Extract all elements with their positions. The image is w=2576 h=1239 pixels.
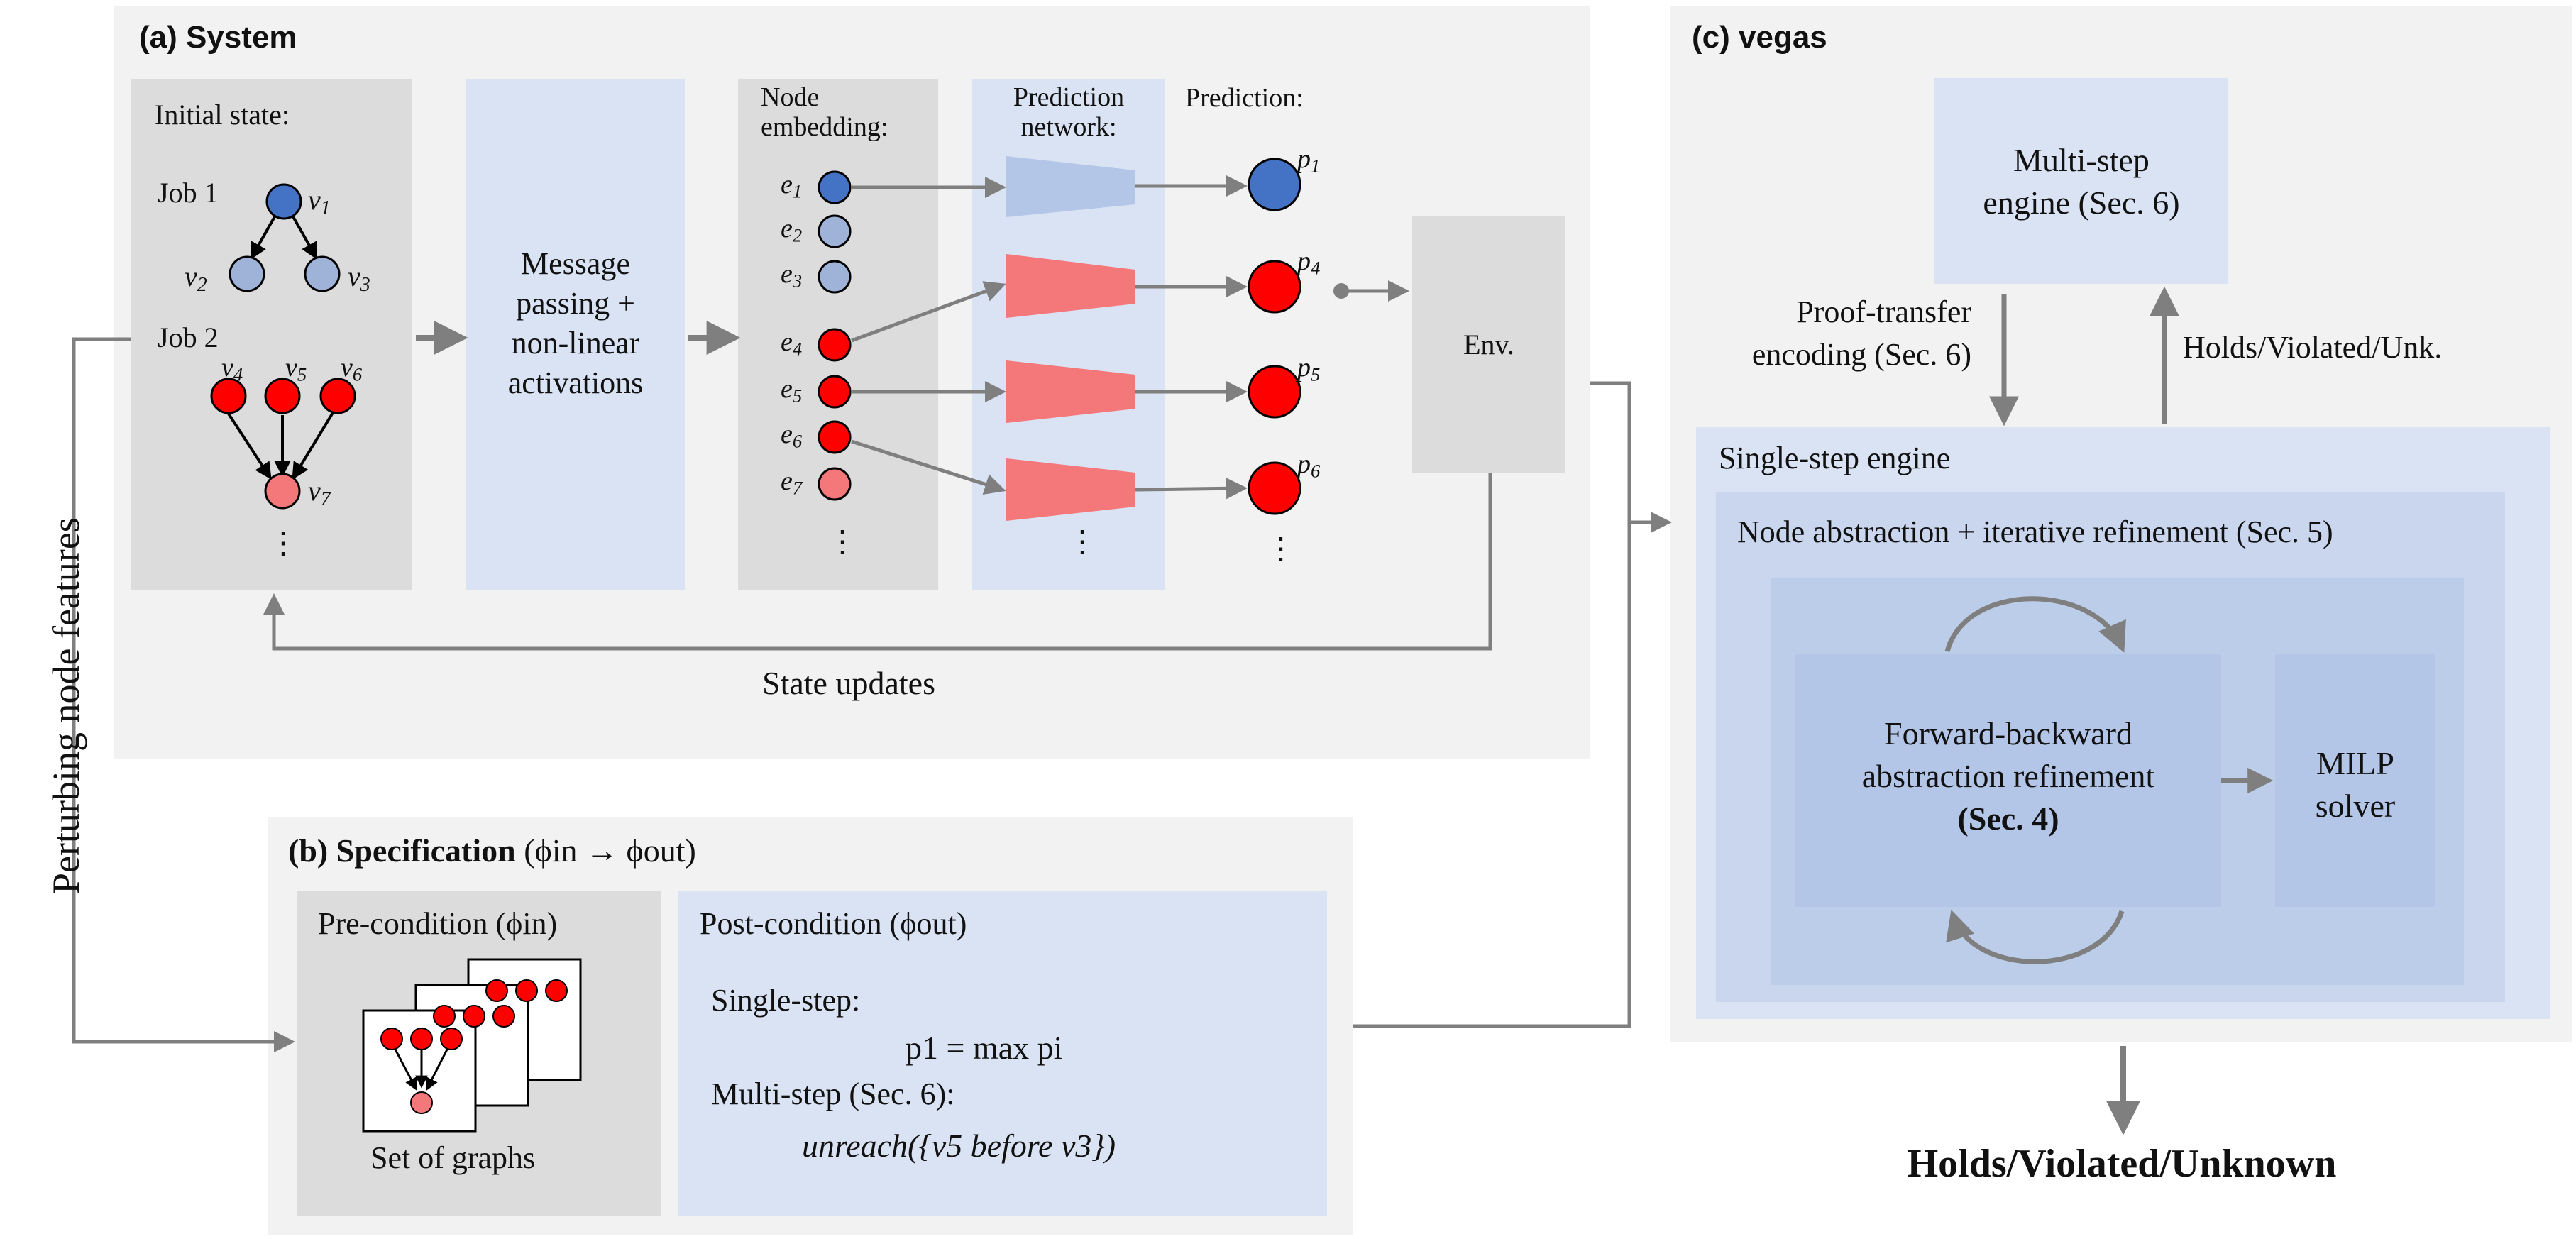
node-v2: [229, 255, 265, 292]
prediction-p4: [1248, 260, 1301, 314]
node-v7: [264, 473, 301, 510]
node-v5: [264, 378, 301, 414]
node-v6: [319, 378, 356, 414]
post-condition-box: [678, 891, 1327, 1216]
multi-step-engine-label: Multi-step engine (Sec. 6): [1983, 142, 2180, 221]
prediction-net-1: [1006, 156, 1135, 217]
job2-label: Job 2: [158, 321, 219, 353]
single-step-formula: p1 = max pi: [906, 1030, 1063, 1066]
prediction-label-p1: p1: [1297, 144, 1321, 177]
single-step-engine-label: Single-step engine: [1719, 441, 1951, 475]
label-v1: v1: [308, 184, 331, 219]
env-label: Env.: [1463, 329, 1514, 360]
holds-violated-unk-label: Holds/Violated/Unk.: [2183, 330, 2443, 365]
perturbing-arrow: [72, 337, 295, 1052]
embedding-e3: e3: [781, 259, 803, 292]
label-v3: v3: [348, 260, 370, 296]
edge-v1-v3: [290, 212, 318, 260]
initial-state-label: Initial state:: [155, 99, 290, 131]
label-v2: v2: [185, 260, 207, 296]
node-embedding-label: Node embedding:: [761, 82, 888, 142]
label-v4: v4: [221, 353, 243, 385]
forward-backward-label: Forward-backward abstraction refinement …: [1861, 715, 2155, 837]
node-v1: [265, 183, 302, 220]
proof-transfer-label: Proof-transfer encoding (Sec. 6): [1751, 294, 1971, 372]
embedding-e7: e7: [781, 466, 803, 499]
multi-step-label: Multi-step (Sec. 6):: [711, 1076, 955, 1111]
multi-step-engine-box: [1934, 78, 2228, 284]
env-box: [1412, 216, 1565, 473]
prediction-label-p6: p6: [1297, 449, 1321, 482]
system-title: (a) System: [139, 20, 297, 55]
initial-state-ellipsis: ⋮: [268, 527, 298, 560]
post-condition-label: Post-condition (ϕout): [700, 906, 967, 941]
set-of-graphs-icon: [362, 958, 582, 1133]
label-v5: v5: [285, 353, 307, 385]
env-to-vegas-arrow: [1590, 381, 1672, 533]
embedding-e5: e5: [781, 374, 803, 407]
prediction-p5: [1248, 365, 1301, 419]
refine-top-arrow: [1944, 596, 2126, 653]
node-v3: [304, 255, 341, 292]
perturbing-node-features-label: Perturbing node features: [45, 517, 87, 894]
output-label: Holds/Violated/Unknown: [1907, 1142, 2337, 1186]
multi-step-formula: unreach({v5 before v3}): [802, 1128, 1116, 1164]
specification-title: (b) Specification (ϕin → ϕout): [288, 832, 696, 869]
vegas-title: (c) vegas: [1692, 20, 1827, 55]
prediction-label-p4: p4: [1297, 246, 1321, 279]
label-v7: v7: [308, 475, 331, 510]
label-v6: v6: [341, 353, 363, 385]
prediction-network-ellipsis: ⋮: [1067, 526, 1097, 558]
embedding-ellipsis: ⋮: [827, 526, 857, 558]
node-abstraction-label: Node abstraction + iterative refinement …: [1737, 514, 2333, 549]
job1-graph: [229, 183, 341, 292]
prediction-label: Prediction:: [1185, 83, 1304, 113]
spec-to-vegas-arrow: [1353, 522, 1631, 1028]
pre-condition-label: Pre-condition (ϕin): [318, 906, 558, 941]
milp-solver-label: MILP solver: [2315, 745, 2396, 824]
refine-bottom-arrow: [1946, 910, 2125, 964]
prediction-network-label: Prediction network:: [1013, 82, 1125, 142]
embedding-e2: e2: [781, 214, 803, 246]
milp-solver-box: [2275, 654, 2435, 907]
prediction-p1: [1248, 158, 1301, 211]
node-v4: [210, 378, 247, 414]
state-updates-arrow: [263, 473, 1492, 651]
edge-v4-v7: [226, 410, 272, 480]
embedding-e6: e6: [781, 419, 803, 452]
embedding-nodes: [818, 170, 852, 501]
job2-graph: [210, 378, 356, 510]
prediction-net-4: [1006, 254, 1135, 318]
prediction-label-p5: p5: [1297, 353, 1321, 385]
job1-label: Job 1: [158, 177, 219, 209]
prediction-net-5: [1006, 360, 1135, 423]
edge-v6-v7: [292, 410, 335, 480]
embedding-e1: e1: [781, 170, 803, 202]
forward-backward-box: [1795, 654, 2221, 907]
set-of-graphs-label: Set of graphs: [370, 1140, 536, 1175]
state-updates-label: State updates: [762, 665, 935, 701]
prediction-net-6: [1006, 458, 1135, 521]
embedding-e4: e4: [781, 327, 803, 360]
message-passing-text: Message passing + non-linear activations: [507, 246, 644, 400]
prediction-p6: [1248, 461, 1301, 515]
message-passing-box: [466, 79, 685, 590]
edge-v1-v2: [250, 212, 278, 260]
prediction-ellipsis: ⋮: [1266, 533, 1296, 566]
single-step-label: Single-step:: [711, 983, 861, 1018]
